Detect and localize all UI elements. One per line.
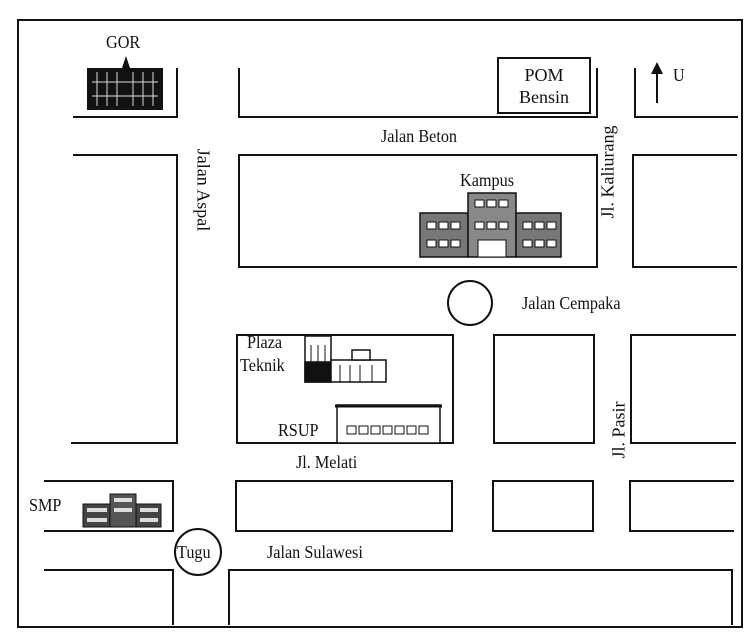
block-kampus (238, 154, 598, 268)
block-south (228, 569, 733, 625)
tugu-label: Tugu (177, 542, 211, 562)
north-arrow-icon (651, 62, 663, 103)
street-jalan-aspal: Jalan Aspal (193, 148, 214, 232)
pom-label-line1: POM (524, 65, 564, 85)
plaza-label-line2: Teknik (240, 355, 285, 375)
block-far-east (630, 334, 736, 444)
block-east (632, 154, 737, 268)
plaza-teknik-building-icon (304, 335, 387, 383)
plaza-label-line1: Plaza (247, 332, 283, 352)
smp-label: SMP (29, 495, 62, 515)
street-jl-melati: Jl. Melati (296, 452, 358, 472)
smp-building-icon (82, 493, 162, 528)
block-melati-2 (492, 480, 594, 532)
street-jalan-sulawesi: Jalan Sulawesi (267, 542, 363, 562)
block-center-east (493, 334, 595, 444)
gor-building-icon (87, 56, 163, 110)
pom-bensin-box: POM Bensin (497, 57, 591, 114)
block-smp (44, 480, 174, 532)
street-jl-kaliurang: Jl. Kaliurang (597, 125, 618, 219)
block-northeast (634, 68, 738, 118)
rsup-building-icon (335, 404, 442, 444)
block-melati-3 (629, 480, 734, 532)
rsup-label: RSUP (278, 420, 319, 440)
street-jl-pasir: Jl. Pasir (608, 401, 629, 459)
pom-label-line2: Bensin (518, 87, 569, 107)
map-border (17, 19, 743, 628)
roundabout-cempaka (447, 280, 493, 326)
kampus-building-icon (419, 192, 562, 258)
block-gor (73, 68, 178, 118)
block-melati-1 (235, 480, 453, 532)
gor-label: GOR (106, 32, 141, 52)
block-north (238, 68, 598, 118)
block-west (71, 154, 178, 444)
north-label: U (673, 65, 685, 85)
street-jalan-cempaka: Jalan Cempaka (522, 293, 621, 313)
block-southwest (44, 569, 174, 625)
street-jalan-beton: Jalan Beton (381, 126, 458, 146)
tugu-monument (174, 528, 222, 576)
kampus-label: Kampus (460, 170, 514, 190)
